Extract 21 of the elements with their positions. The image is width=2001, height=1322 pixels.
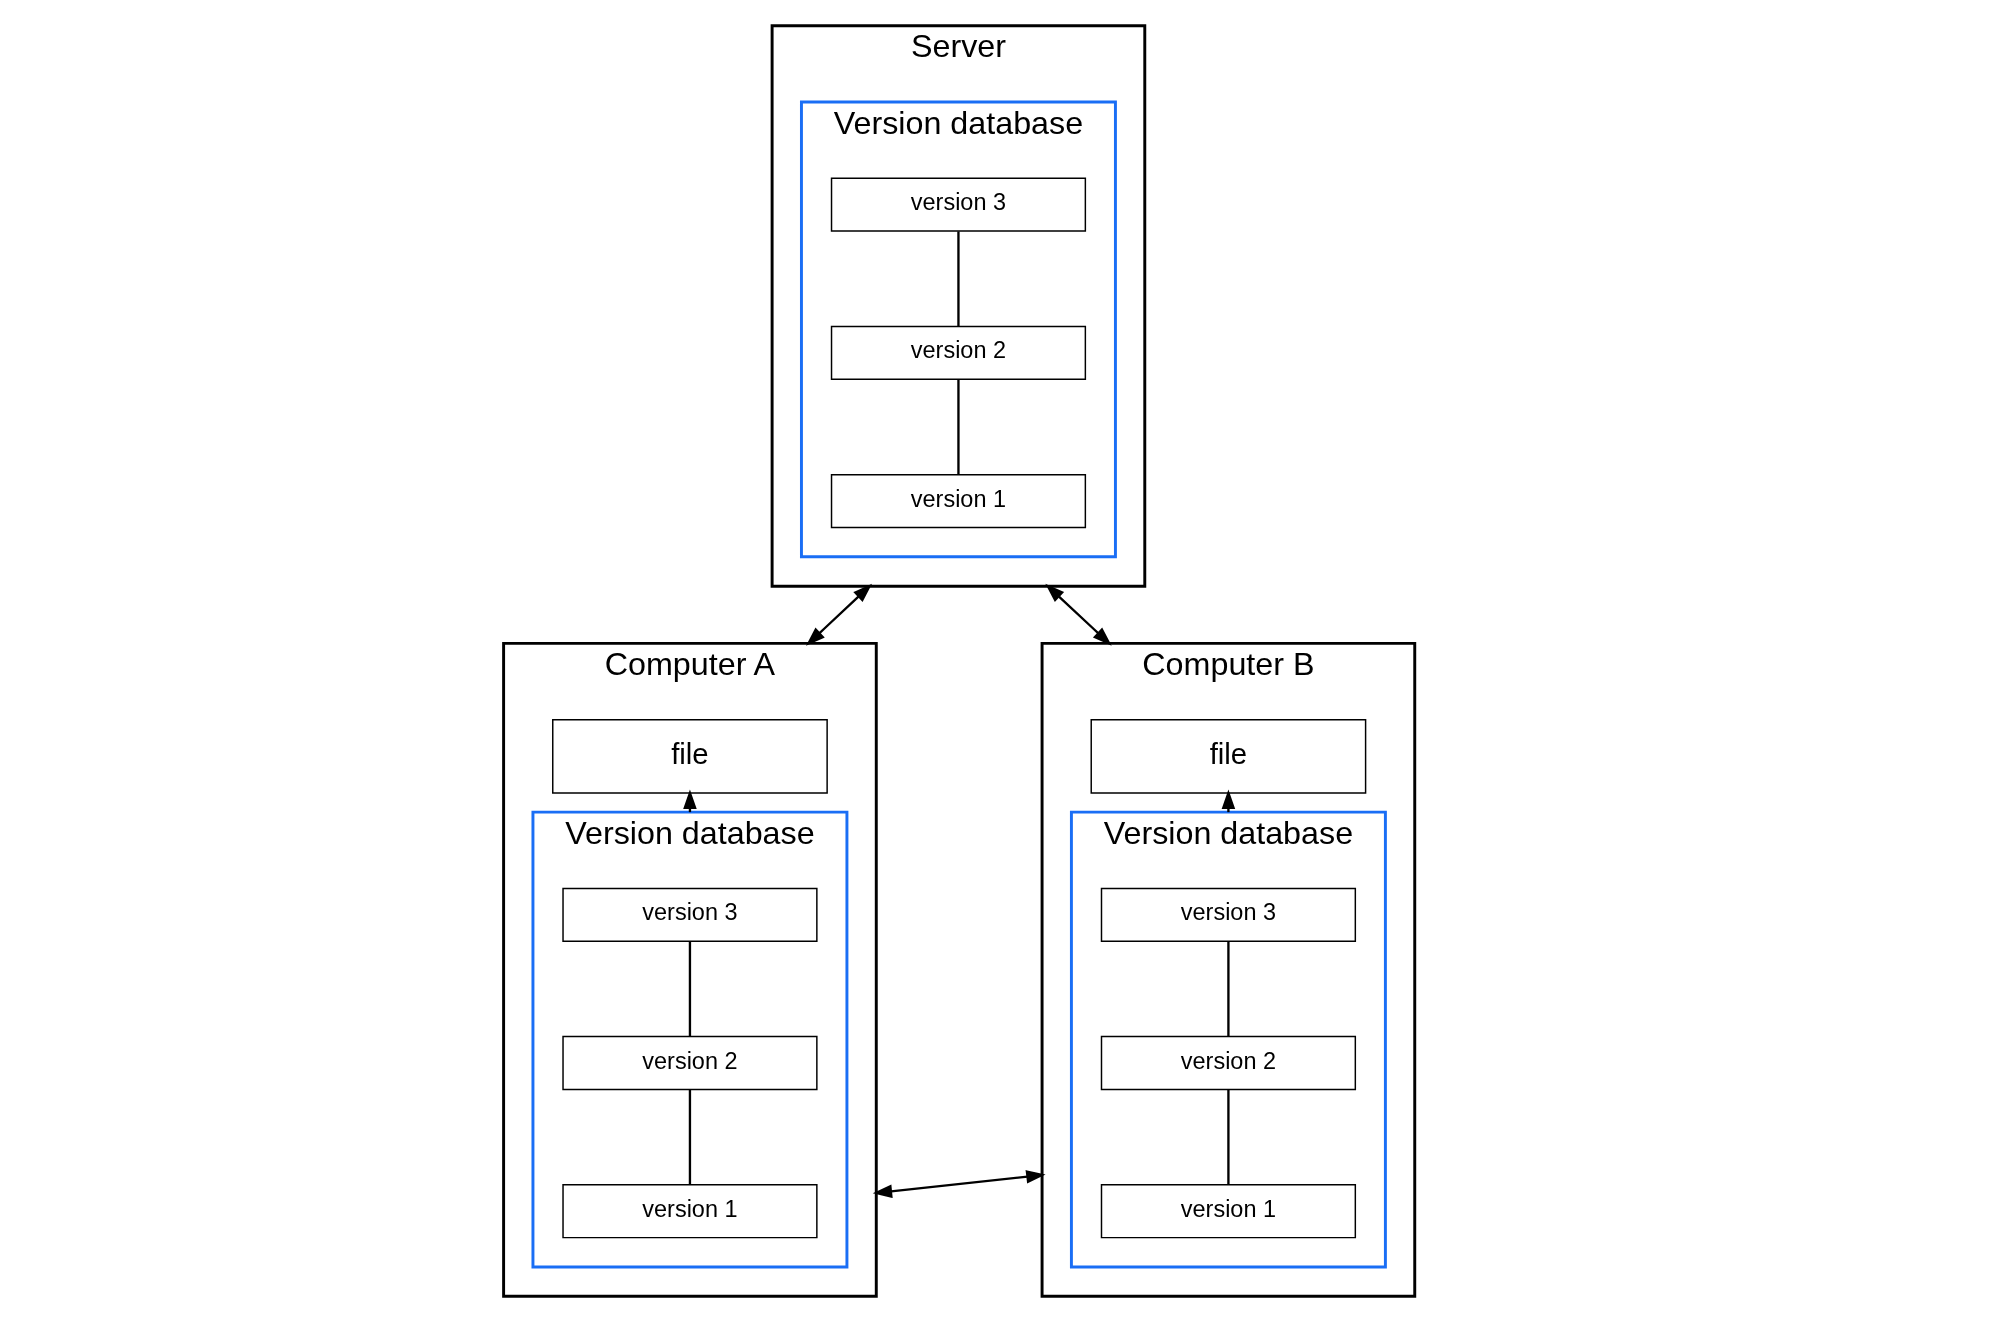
connector <box>956 231 960 327</box>
node-box: file <box>551 718 828 794</box>
arrow <box>1044 583 1112 646</box>
node-box: file <box>1090 718 1366 794</box>
connector <box>688 1089 691 1185</box>
node-box: version 1 <box>830 473 1086 529</box>
connector <box>688 941 691 1037</box>
node-box: version 2 <box>1100 1035 1356 1091</box>
node-box: version 3 <box>561 887 818 942</box>
connector <box>1226 941 1230 1037</box>
node-box: version 2 <box>830 325 1086 381</box>
arrow <box>1221 789 1235 813</box>
arrow <box>805 583 872 646</box>
arrow <box>872 1170 1046 1199</box>
node-box: version 3 <box>1100 887 1356 942</box>
connector <box>1226 1089 1230 1185</box>
connector <box>956 379 960 475</box>
node-box: version 1 <box>1100 1184 1356 1239</box>
node-box: version 3 <box>830 177 1086 232</box>
node-box: version 1 <box>561 1184 818 1239</box>
node-box: version 2 <box>561 1035 818 1091</box>
